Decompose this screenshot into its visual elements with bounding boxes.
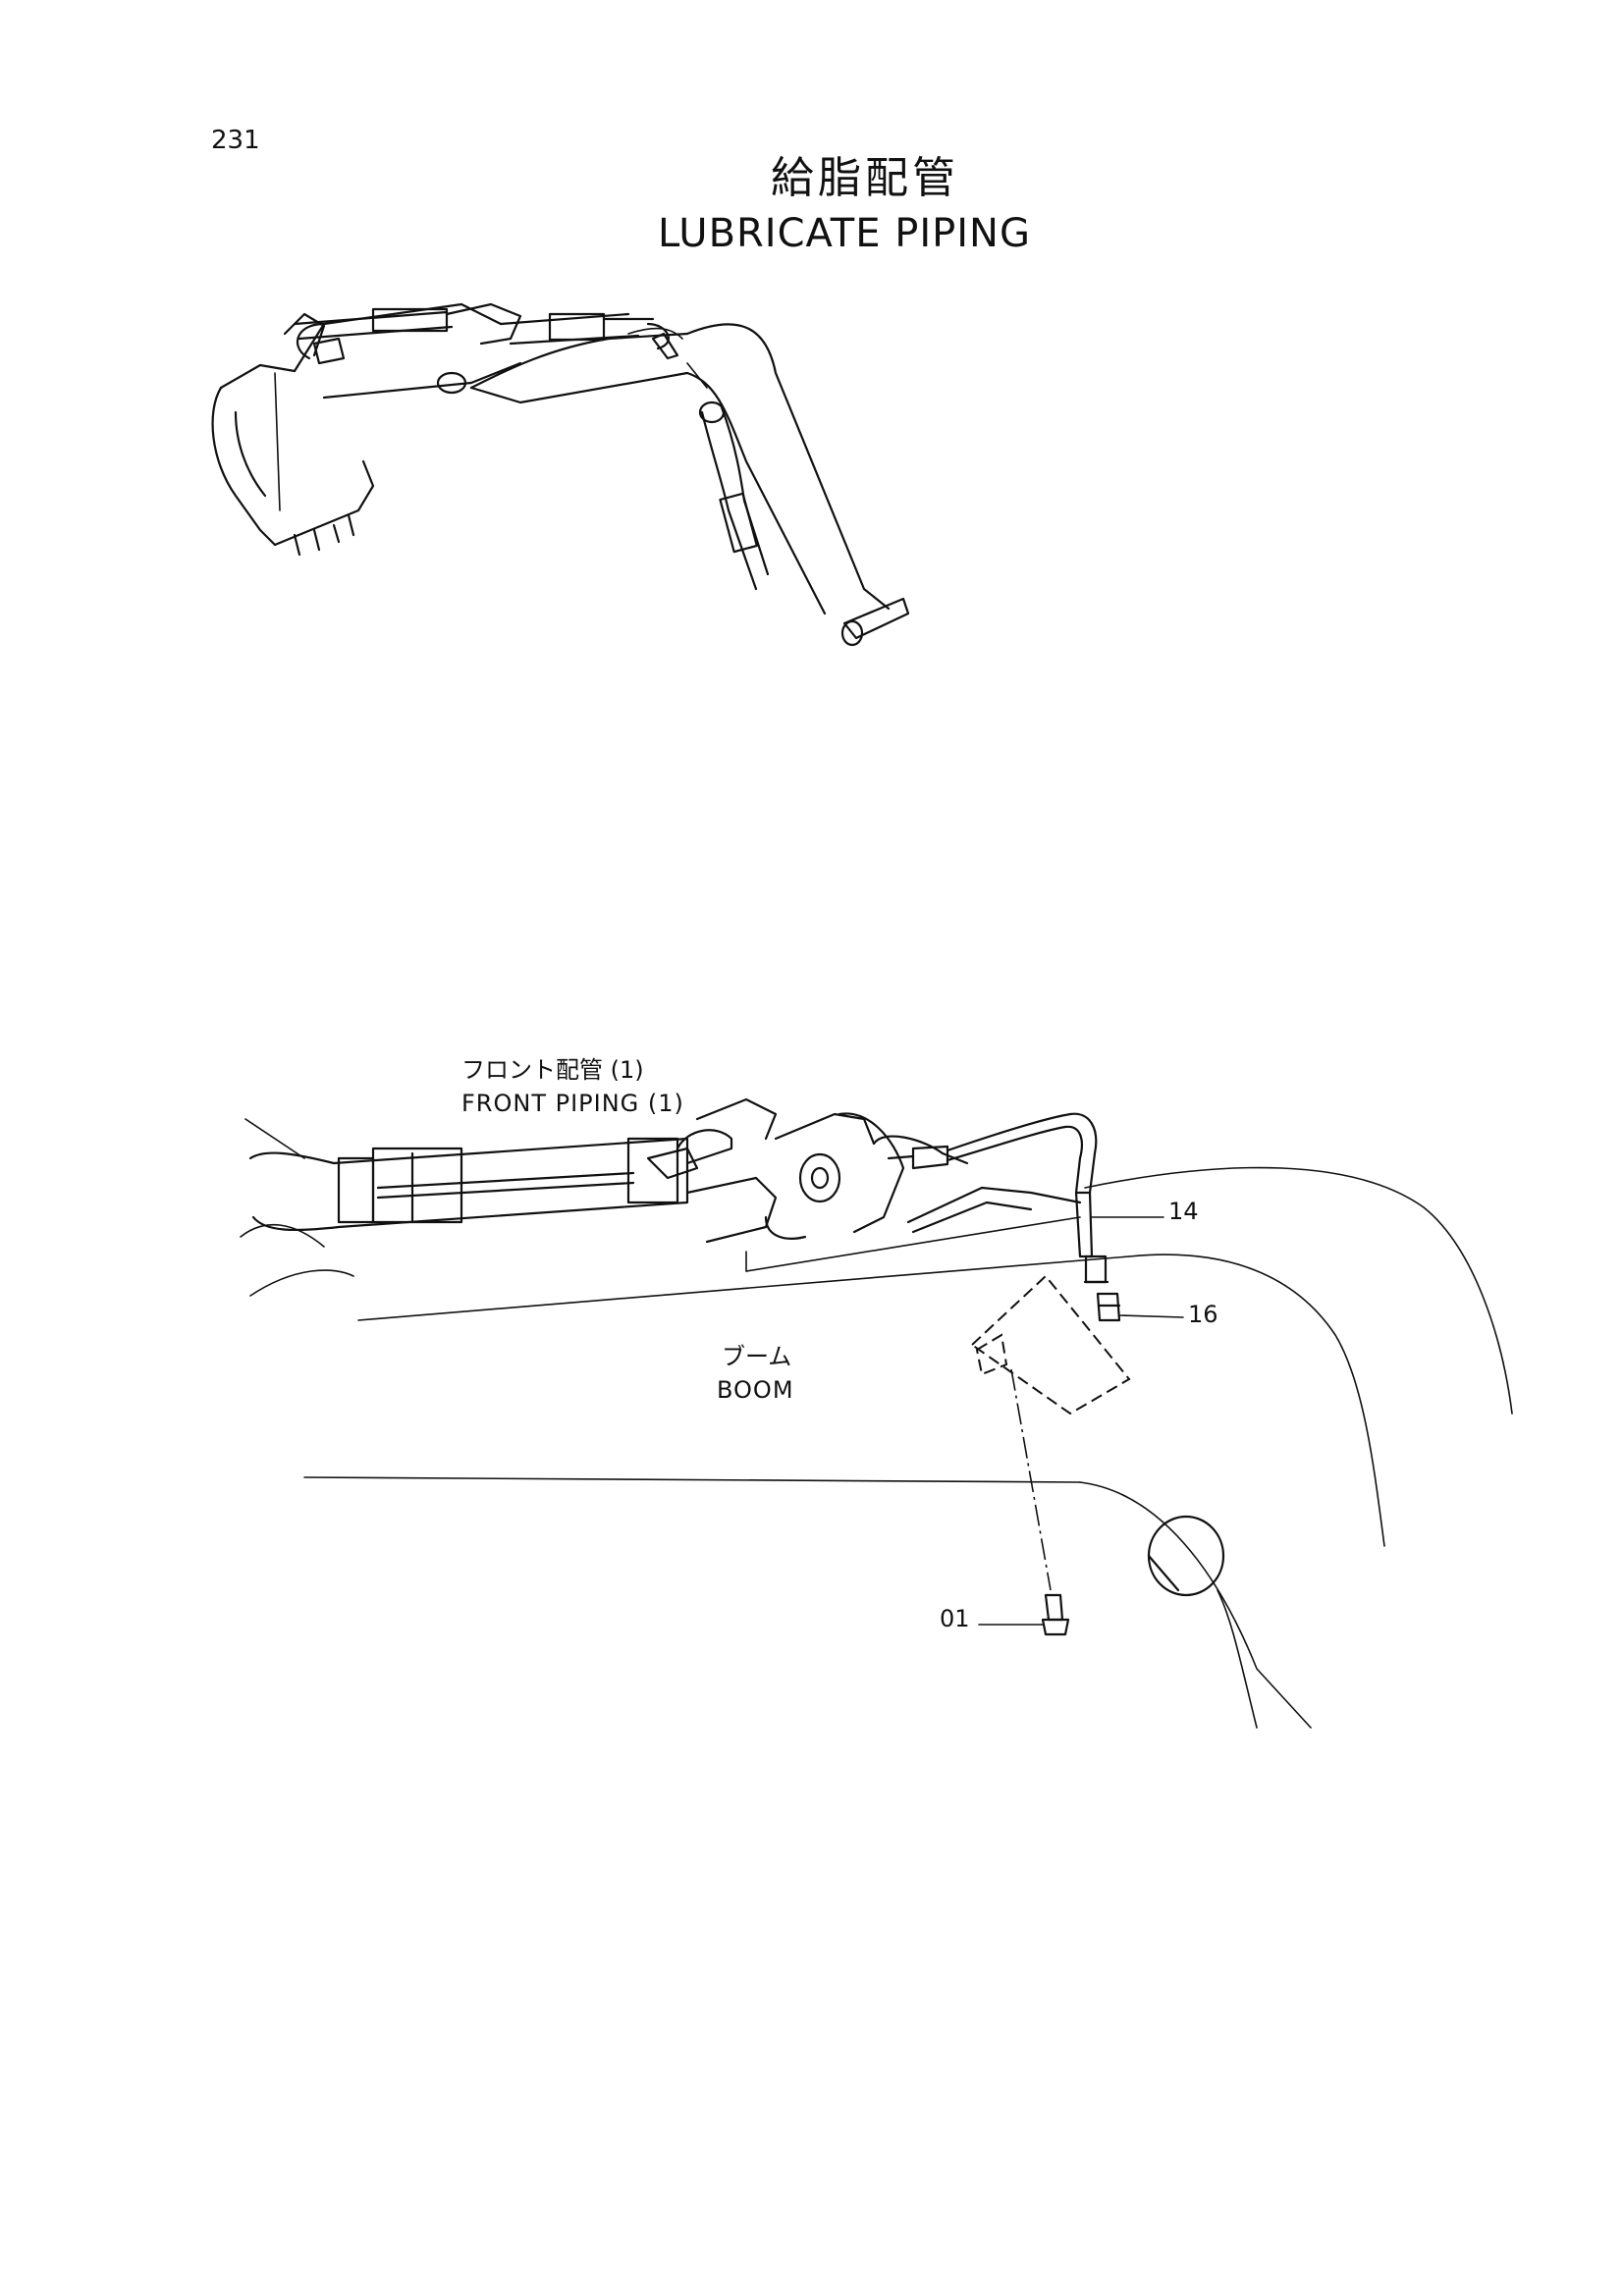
callout-14: 14 (1168, 1198, 1199, 1225)
bucket-cylinder (283, 302, 522, 357)
arm (293, 302, 522, 400)
callout-16: 16 (1188, 1301, 1218, 1328)
page-number: 231 (211, 126, 260, 155)
boom-label-english: BOOM (717, 1376, 794, 1404)
callout-01: 01 (940, 1605, 970, 1632)
detail-drawing (240, 1097, 1513, 1729)
boom-cylinder (698, 400, 770, 591)
front-piping-label-japanese: フロント配管 (1) (461, 1056, 644, 1084)
title-japanese: 給脂配管 (771, 153, 959, 203)
title-english: LUBRICATE PIPING (658, 211, 1031, 256)
front-piping-label-english: FRONT PIPING (1) (461, 1090, 684, 1117)
boom-overview (469, 323, 910, 647)
boom-label-japanese: ブーム (722, 1343, 792, 1370)
bucket (211, 363, 375, 557)
